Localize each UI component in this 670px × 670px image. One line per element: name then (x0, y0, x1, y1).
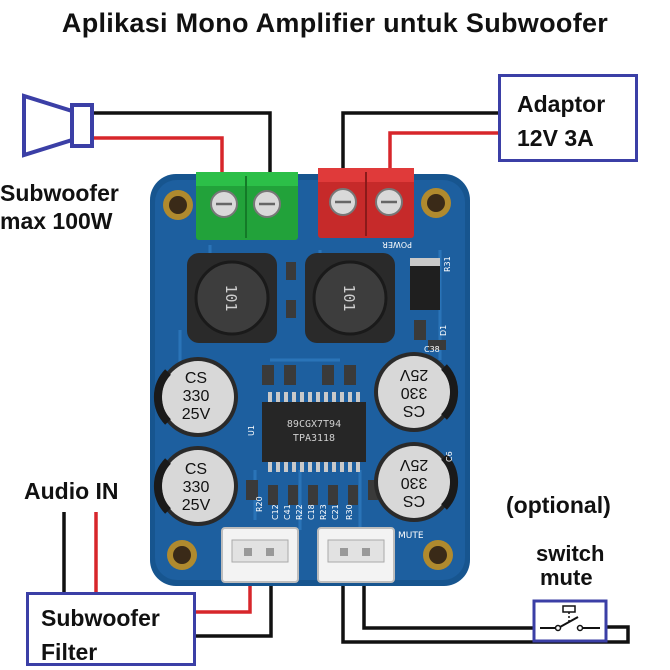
silk-d1: D1 (439, 325, 448, 336)
switch-label-line1: switch (536, 541, 605, 566)
mounting-holes (163, 188, 453, 570)
cap-lb-line1: CS (185, 461, 207, 478)
silk-r23: R23 (319, 504, 328, 520)
silk-c6: C6 (445, 451, 454, 462)
inductor-left (187, 253, 277, 343)
filter-line2: Filter (41, 639, 98, 665)
audio-in-label: Audio IN (24, 478, 119, 504)
chip-line1: 89CGX7T94 (287, 419, 341, 430)
cap-rb-line2: 330 (401, 474, 428, 491)
inductor-left-label: 101 (222, 284, 240, 311)
input-wires (196, 580, 273, 638)
cap-rt-line3: 25V (399, 366, 428, 383)
inductor-right-label: 101 (340, 284, 358, 311)
silk-c18: C18 (307, 504, 316, 520)
silk-power: POWER (382, 240, 412, 249)
mute-connector (317, 527, 395, 583)
subwoofer-filter-box: Subwoofer Filter (26, 592, 196, 666)
silk-r31: R31 (443, 256, 452, 272)
cap-rt-line2: 330 (401, 384, 428, 401)
mute-wires (341, 580, 630, 644)
speaker-label-line1: Subwoofer (0, 180, 119, 206)
silk-c12: C12 (271, 504, 280, 520)
speaker-icon (22, 93, 94, 158)
silk-c21: C21 (331, 504, 340, 520)
speaker-terminal (196, 172, 298, 240)
capacitor-left-top (153, 357, 238, 437)
adaptor-wires (341, 111, 498, 172)
chip-line2: TPA3118 (293, 433, 335, 444)
power-terminal (318, 168, 414, 238)
inductor-right (305, 253, 395, 343)
switch-label-line2: mute (540, 565, 593, 590)
speaker-label-line2: max 100W (0, 208, 113, 234)
adaptor-box: Adaptor 12V 3A (498, 74, 638, 162)
cap-rb-line3: 25V (399, 456, 428, 473)
cap-lt-line3: 25V (182, 406, 211, 423)
diode (410, 258, 440, 310)
silk-u1: U1 (247, 425, 256, 436)
smd-components (246, 262, 446, 505)
cap-lt-line1: CS (185, 370, 207, 387)
diagram-title: Aplikasi Mono Amplifier untuk Subwoofer (61, 8, 609, 38)
silk-r30: R30 (345, 504, 354, 520)
cap-rb-line1: CS (403, 492, 425, 509)
cap-lt-line2: 330 (183, 388, 210, 405)
silk-mute: MUTE (398, 531, 424, 541)
cap-rt-line1: CS (403, 402, 425, 419)
audio-in-wires (62, 512, 98, 592)
adaptor-line2: 12V 3A (517, 125, 594, 151)
capacitor-right-bottom (374, 442, 459, 522)
cap-lb-line3: 25V (182, 497, 211, 514)
amplifier-chip (262, 392, 366, 472)
amplifier-board: 101 101 (150, 168, 470, 586)
speaker-wires (92, 111, 272, 178)
capacitor-left-bottom (153, 446, 238, 526)
filter-line1: Subwoofer (41, 605, 160, 631)
switch-icon (532, 599, 608, 643)
optional-label: (optional) (506, 492, 611, 518)
silk-c38: C38 (424, 345, 440, 354)
capacitor-right-top (374, 352, 459, 432)
silk-r22: R22 (295, 504, 304, 520)
cap-lb-line2: 330 (183, 479, 210, 496)
silk-r20: R20 (255, 496, 264, 512)
adaptor-line1: Adaptor (517, 91, 606, 117)
silk-c41: C41 (283, 504, 292, 520)
input-connector (221, 527, 299, 583)
